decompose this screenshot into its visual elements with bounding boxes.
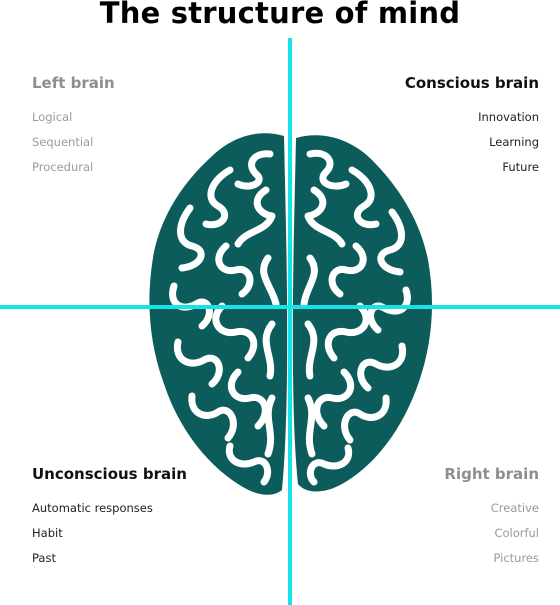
quadrant-heading: Conscious brain (404, 74, 539, 92)
quadrant-item: Colorful (494, 526, 539, 540)
quadrant-item: Past (32, 551, 56, 565)
quadrant-heading: Left brain (32, 74, 115, 92)
quadrant-item: Logical (32, 110, 73, 124)
quadrant-item: Future (502, 160, 539, 174)
quadrant-item: Habit (32, 526, 63, 540)
horizontal-axis (0, 305, 560, 309)
vertical-axis (288, 38, 292, 605)
quadrant-heading: Unconscious brain (32, 465, 187, 483)
quadrant-item: Automatic responses (32, 501, 153, 515)
quadrant-conscious-brain: Conscious brain Innovation Learning Futu… (405, 74, 539, 180)
quadrant-unconscious-brain: Unconscious brain Automatic responses Ha… (32, 465, 187, 571)
quadrant-item: Learning (489, 135, 539, 149)
quadrant-item: Pictures (493, 551, 539, 565)
quadrant-heading: Right brain (444, 465, 539, 483)
quadrant-right-brain: Right brain Creative Colorful Pictures (444, 465, 539, 571)
quadrant-item: Creative (490, 501, 539, 515)
diagram-title: The structure of mind (99, 0, 461, 30)
quadrant-item: Sequential (32, 135, 94, 149)
quadrant-item: Procedural (32, 160, 94, 174)
quadrant-item: Innovation (478, 110, 539, 124)
quadrant-left-brain: Left brain Logical Sequential Procedural (32, 74, 115, 180)
